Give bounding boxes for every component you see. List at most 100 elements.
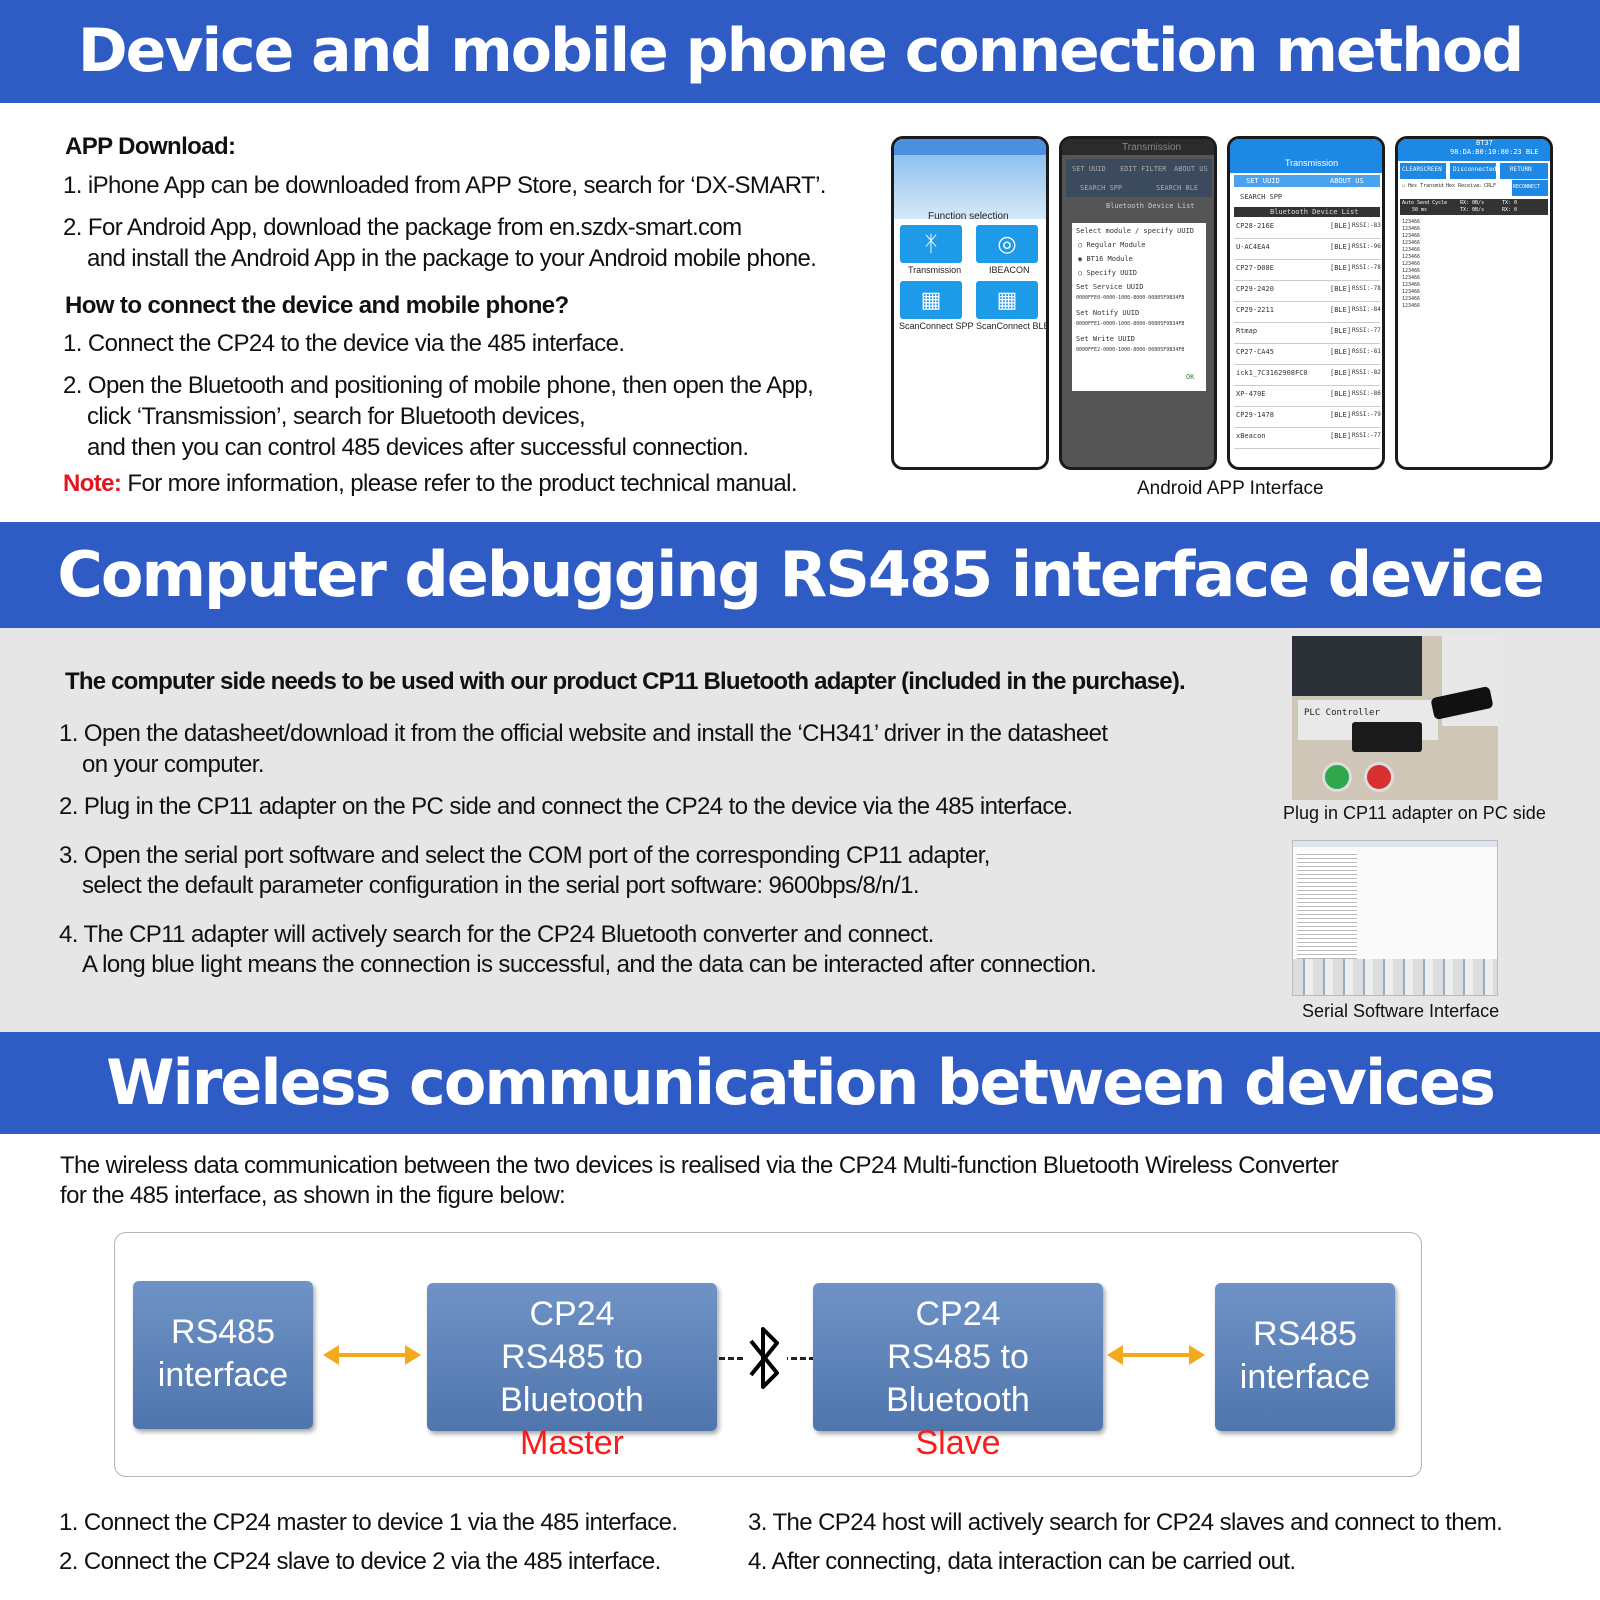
dialog-title: Select module / specify UUID <box>1076 227 1195 235</box>
serial-titlebar <box>1293 841 1497 847</box>
box-label: CP24 <box>915 1295 1001 1333</box>
reconnect-button[interactable]: RECONNECT <box>1512 180 1548 196</box>
section2-intro: The computer side needs to be used with … <box>65 668 1186 695</box>
ok-button[interactable]: OK <box>1186 373 1195 381</box>
device-name: U-AC4EA4 <box>1236 243 1270 251</box>
box-label: RS485 to Bluetooth <box>500 1338 644 1419</box>
device-list-item[interactable]: ick1_7C3162908FC0[BLE]RSSI:-82 <box>1234 366 1381 386</box>
phone-terminal: BT37 98:DA:B0:10:80:23 BLE CLEARSCREEN D… <box>1395 136 1553 470</box>
phone3-header <box>1230 155 1382 173</box>
auto-send-cycle[interactable]: 50 ms <box>1412 207 1428 213</box>
wireless-intro-line1: The wireless data communication between … <box>60 1152 1339 1179</box>
serial-caption: Serial Software Interface <box>1302 1001 1500 1021</box>
wireless-step-1: 1. Connect the CP24 master to device 1 v… <box>59 1509 678 1536</box>
wireless-step-2: 2. Connect the CP24 slave to device 2 vi… <box>59 1548 661 1575</box>
green-button <box>1322 762 1352 792</box>
rs485-interface-right: RS485 interface <box>1215 1283 1395 1431</box>
radio-bt16-module[interactable]: ◉ BT16 Module <box>1078 255 1133 263</box>
device-rssi: RSSI:-84 <box>1352 306 1381 313</box>
phone3-tabs <box>1234 175 1380 187</box>
device-list-item[interactable]: CP28-216E[BLE]RSSI:-83 <box>1234 219 1381 239</box>
radio-regular-module[interactable]: ○ Regular Module <box>1078 241 1146 249</box>
device-list-item[interactable]: CP27-CA45[BLE]RSSI:-81 <box>1234 345 1381 365</box>
hex-receive-checkbox[interactable]: ☐ Hex Receive <box>1440 183 1480 189</box>
write-uuid-label: Set Write UUID <box>1076 335 1136 343</box>
clear-screen-button[interactable]: CLEARSCREEN <box>1400 163 1446 179</box>
return-button[interactable]: RETURN <box>1500 163 1548 179</box>
notify-uuid-field[interactable]: 0000FFE1-0000-1000-8000-00805F9B34FB <box>1076 321 1185 327</box>
search-spp-button[interactable]: SEARCH SPP <box>1080 184 1123 192</box>
status-bar <box>1230 139 1382 155</box>
device-list-item[interactable]: CP27-D08E[BLE]RSSI:-78 <box>1234 261 1381 281</box>
device-rssi: RSSI:-96 <box>1352 243 1381 250</box>
device-tag: [BLE] <box>1330 369 1352 377</box>
device-list-item[interactable]: xBeacon[BLE]RSSI:-77 <box>1234 429 1381 449</box>
device-list-item[interactable]: CP29-2211[BLE]RSSI:-84 <box>1234 303 1381 323</box>
device-tag: [BLE] <box>1330 285 1352 293</box>
device-list-title: Bluetooth Device List <box>1106 202 1195 210</box>
service-uuid-label: Set Service UUID <box>1076 283 1144 291</box>
app-item-2-line2: and install the Android App in the packa… <box>87 245 817 272</box>
set-uuid-button[interactable]: SET UUID <box>1246 177 1280 185</box>
device-list-item[interactable]: U-AC4EA4 [BLE]RSSI:-96 <box>1234 240 1381 260</box>
device-tag: [BLE] <box>1330 348 1352 356</box>
uuid-dialog: Select module / specify UUID ○ Regular M… <box>1072 223 1206 391</box>
device-list-item[interactable]: CP29-2420 [BLE]RSSI:-78 <box>1234 282 1381 302</box>
status-bar <box>1398 139 1550 161</box>
hex-transmit-checkbox[interactable]: ☐ Hex Transmit <box>1402 183 1445 189</box>
device-mac: 98:DA:B0:10:80:23 BLE <box>1450 148 1539 156</box>
device-rssi: RSSI:-78 <box>1352 285 1381 292</box>
device-list-item[interactable]: XP-470E[BLE]RSSI:-86 <box>1234 387 1381 407</box>
device-tag: [BLE] <box>1330 243 1352 251</box>
device-name: CP29-2420 <box>1236 285 1274 293</box>
device-tag: [BLE] <box>1330 264 1352 272</box>
qr-code-icon[interactable]: ▦ <box>900 281 962 319</box>
write-uuid-field[interactable]: 0000FFE2-0000-1000-8000-00805F9B34FB <box>1076 347 1185 353</box>
device-list-item[interactable]: Rtmap[BLE]RSSI:-77 <box>1234 324 1381 344</box>
banner-device-phone: Device and mobile phone connection metho… <box>0 0 1600 103</box>
bluetooth-icon[interactable]: ᛡ <box>900 225 962 263</box>
qr-code-icon[interactable]: ▦ <box>976 281 1038 319</box>
device-name: Rtmap <box>1236 327 1258 335</box>
debug-item-4-line2: A long blue light means the connection i… <box>82 951 1097 978</box>
beacon-icon[interactable]: ◎ <box>976 225 1038 263</box>
device-list-item[interactable]: CP29-1478[BLE]RSSI:-79 <box>1234 408 1381 428</box>
device-name: CP29-1478 <box>1236 411 1274 419</box>
connect-item-2-line1: 2. Open the Bluetooth and positioning of… <box>63 372 814 399</box>
banner-wireless: Wireless communication between devices <box>0 1032 1600 1134</box>
debug-item-1-line2: on your computer. <box>82 751 265 778</box>
disconnected-status: Disconnected <box>1450 163 1496 179</box>
app-download-heading: APP Download: <box>65 133 236 160</box>
about-us-button[interactable]: ABOUT US <box>1174 165 1208 173</box>
debug-item-4-line1: 4. The CP11 adapter will actively search… <box>59 921 934 948</box>
rx-count: RX: 0 <box>1502 207 1518 213</box>
about-us-button[interactable]: ABOUT US <box>1330 177 1364 185</box>
note-label: Note: <box>63 470 122 497</box>
connection-diagram: RS485 interface CP24 RS485 to Bluetooth … <box>114 1232 1422 1477</box>
slave-role-label: Slave <box>915 1424 1001 1462</box>
plc-module <box>1292 636 1422 696</box>
radio-specify-uuid[interactable]: ○ Specify UUID <box>1078 269 1138 277</box>
device-rssi: RSSI:-82 <box>1352 369 1381 376</box>
banner-computer-debug: Computer debugging RS485 interface devic… <box>0 522 1600 628</box>
box-label: interface <box>157 1356 289 1394</box>
device-rssi: RSSI:-77 <box>1352 327 1381 334</box>
android-app-caption: Android APP Interface <box>1137 478 1324 499</box>
crlf-checkbox[interactable]: ☐ CRLF <box>1478 183 1497 189</box>
device-rssi: RSSI:-81 <box>1352 348 1381 355</box>
received-line: 123466 <box>1402 296 1421 302</box>
service-uuid-field[interactable]: 0000FFE0-0000-1000-8000-00805F9B34FB <box>1076 295 1185 301</box>
device-rssi: RSSI:-83 <box>1352 222 1381 229</box>
cp24-device <box>1352 722 1422 752</box>
search-ble-button[interactable]: SEARCH BLE <box>1156 184 1199 192</box>
search-spp-button[interactable]: SEARCH SPP <box>1240 193 1283 201</box>
device-name: XP-470E <box>1236 390 1266 398</box>
device-name: xBeacon <box>1236 432 1266 440</box>
wireless-step-4: 4. After connecting, data interaction ca… <box>748 1548 1296 1575</box>
edit-filter-button[interactable]: EDIT FILTER <box>1120 165 1167 173</box>
scan-spp-label: ScanConnect SPP <box>899 321 974 331</box>
phone2-toolbar <box>1066 159 1212 197</box>
serial-log <box>1297 851 1357 961</box>
device-tag: [BLE] <box>1330 306 1352 314</box>
set-uuid-button[interactable]: SET UUID <box>1072 165 1106 173</box>
